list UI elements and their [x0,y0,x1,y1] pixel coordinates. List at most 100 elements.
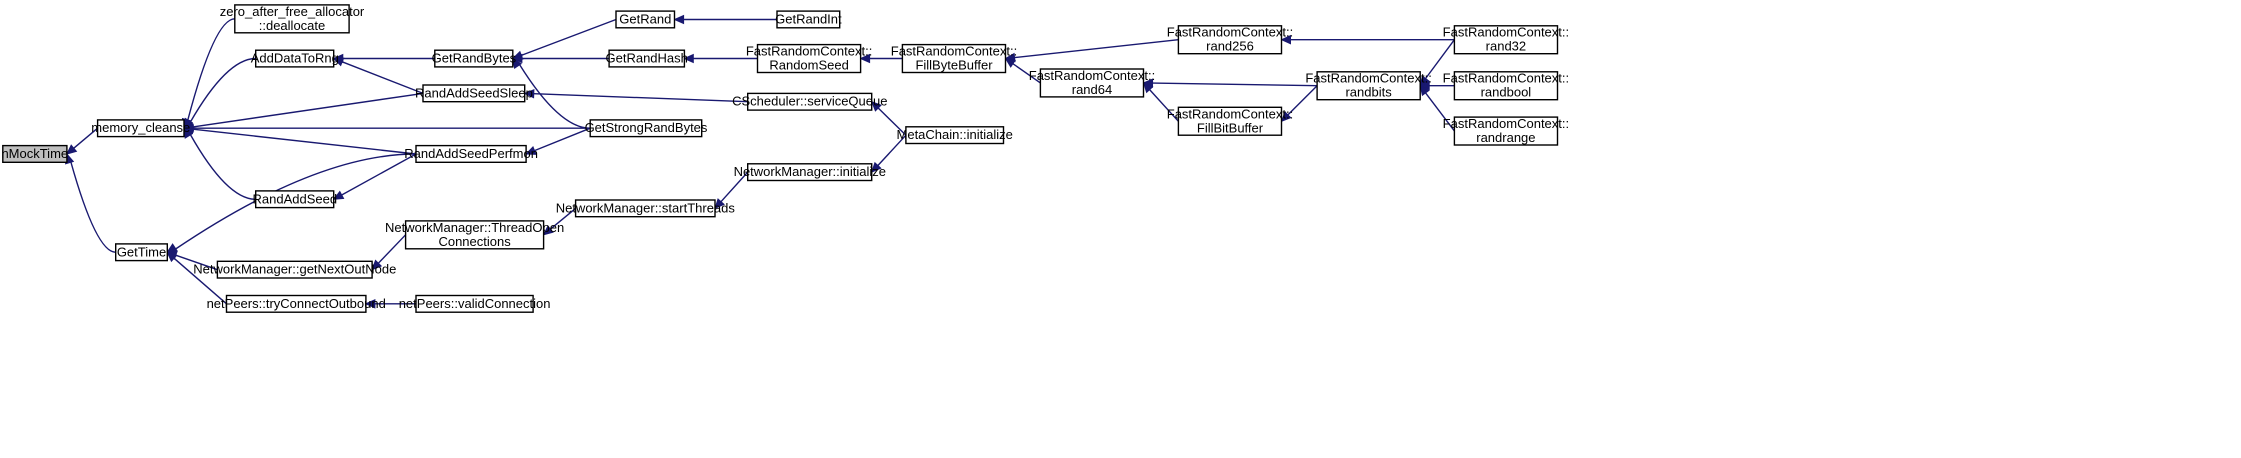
node-label: FastRandomContext:: [746,44,872,59]
node-label: GetRandInt [775,12,842,27]
node-box [216,260,373,279]
node-label: GetStrongRandBytes [585,120,708,135]
node-frc-fill-byte-buffer[interactable]: FastRandomContext::FillByteBuffer [891,43,1017,74]
edge-nm-initialize-to-nm-start-threads [714,171,749,210]
node-rand-add-seed-sleep[interactable]: RandAddSeedSleep [415,84,533,103]
edge-meta-chain-initialize-to-nm-initialize [870,134,907,174]
node-box [901,43,1007,74]
edge-meta-chain-initialize-to-cscheduler-service-queue [870,100,907,136]
node-box [254,190,335,209]
node-box [1177,25,1283,55]
node-label: FillBitBuffer [1197,120,1264,135]
node-label: NetworkManager::startThreads [556,200,736,215]
edge-frc-randrange-to-frc-randbits [1419,84,1455,132]
node-frc-randbits[interactable]: FastRandomContext::randbits [1305,71,1432,101]
node-net-peers-try-connect-outbound[interactable]: netPeers::tryConnectOutbound [207,294,386,313]
edge-line [173,257,227,305]
edge-get-rand-hash-to-get-rand-bytes [511,53,610,64]
edge-nm-start-threads-to-nm-thread-open-connections [542,207,577,236]
node-box [404,220,545,250]
node-box [589,119,703,138]
node-rand-add-seed[interactable]: RandAddSeed [253,190,338,209]
node-label: FastRandomContext:: [1167,25,1293,40]
node-frc-random-seed[interactable]: FastRandomContext::RandomSeed [746,43,872,74]
node-label: ::deallocate [259,18,326,33]
node-label: GetRand [619,12,671,27]
node-label: FillByteBuffer [915,58,993,73]
edge-line [73,127,99,149]
node-n-mock-time[interactable]: nMockTime [1,144,68,164]
edge-arrowhead [524,145,537,155]
node-get-time[interactable]: GetTime [114,243,168,262]
node-label: FastRandomContext:: [1305,71,1431,86]
node-box [1453,25,1559,55]
node-memory-cleanse[interactable]: memory_cleanse [91,119,190,138]
node-frc-randrange[interactable]: FastRandomContext::randrange [1443,116,1569,146]
edge-arrowhead [65,144,78,155]
edge-line [341,153,417,196]
node-label: Connections [438,234,511,249]
node-label: memory_cleanse [91,120,190,135]
node-box [615,10,676,29]
edge-line [1012,63,1041,84]
node-get-strong-rand-bytes[interactable]: GetStrongRandBytes [585,119,708,138]
edge-line [189,134,256,200]
edge-net-peers-valid-connection-to-net-peers-try-connect-outbound [364,299,416,309]
edge-line [1425,39,1455,79]
node-box [776,10,841,29]
node-box [2,144,68,164]
node-frc-randbool[interactable]: FastRandomContext::randbool [1443,71,1569,101]
node-nm-start-threads[interactable]: NetworkManager::startThreads [556,199,736,218]
node-box [254,49,335,68]
node-rand-add-seed-perfmon[interactable]: RandAddSeedPerfmon [404,144,538,164]
node-frc-fill-bit-buffer[interactable]: FastRandomContext::FillBitBuffer [1167,106,1293,136]
edge-line [877,134,907,166]
edge-line [720,171,749,203]
node-nm-get-next-out-node[interactable]: NetworkManager::getNextOutNode [193,260,396,279]
node-add-data-to-rng[interactable]: AddDataToRng [251,49,339,68]
node-box [415,294,534,313]
node-frc-rand256[interactable]: FastRandomContext::rand256 [1167,25,1293,55]
node-zafa-dealloc[interactable]: zero_after_free_allocator::deallocate [220,4,365,34]
edge-nm-thread-open-connections-to-nm-get-next-out-node [371,234,407,271]
node-label: RandAddSeed [253,191,338,206]
node-cscheduler-service-queue[interactable]: CScheduler::serviceQueue [732,92,887,111]
node-label: netPeers::validConnection [399,296,551,311]
node-label: randrange [1476,130,1535,145]
node-label: RandAddSeedPerfmon [404,146,538,161]
node-label: zero_after_free_allocator [220,4,365,19]
edge-rand-add-seed-sleep-to-add-data-to-rng [332,57,424,95]
edge-cscheduler-service-queue-to-rand-add-seed-sleep [523,88,748,103]
node-label: FastRandomContext:: [1443,71,1569,86]
node-box [96,119,185,138]
node-get-rand-bytes[interactable]: GetRandBytes [432,49,517,68]
node-get-rand-int[interactable]: GetRandInt [775,10,842,29]
node-box [1453,116,1559,146]
edge-zafa-dealloc-to-memory-cleanse [181,18,235,130]
edge-line [533,93,748,103]
node-frc-rand32[interactable]: FastRandomContext::rand32 [1443,25,1569,55]
node-box [756,43,862,74]
edge-arrowhead [859,53,871,64]
node-label: rand32 [1486,39,1526,54]
edge-frc-random-seed-to-get-rand-hash [683,53,758,64]
node-label: rand64 [1072,82,1112,97]
edge-get-strong-rand-bytes-to-rand-add-seed-perfmon [524,127,591,155]
node-meta-chain-initialize[interactable]: MetaChain::initialize [897,126,1013,145]
edge-arrowhead [1142,81,1154,94]
edge-line [1149,89,1179,122]
edge-frc-rand64-to-frc-fill-byte-buffer [1004,57,1041,84]
node-get-rand[interactable]: GetRand [615,10,676,29]
node-label: RandAddSeedSleep [415,85,533,100]
node-label: GetTime [117,244,166,259]
node-box [1177,106,1283,136]
node-net-peers-valid-connection[interactable]: netPeers::validConnection [399,294,551,313]
edge-line [377,234,407,264]
node-get-rand-hash[interactable]: GetRandHash [606,49,688,68]
node-nm-initialize[interactable]: NetworkManager::initialize [734,163,886,182]
edge-get-rand-to-get-rand-bytes [511,18,617,60]
node-frc-rand64[interactable]: FastRandomContext::rand64 [1029,68,1155,98]
node-box [747,163,873,182]
edge-arrowhead [166,251,178,263]
